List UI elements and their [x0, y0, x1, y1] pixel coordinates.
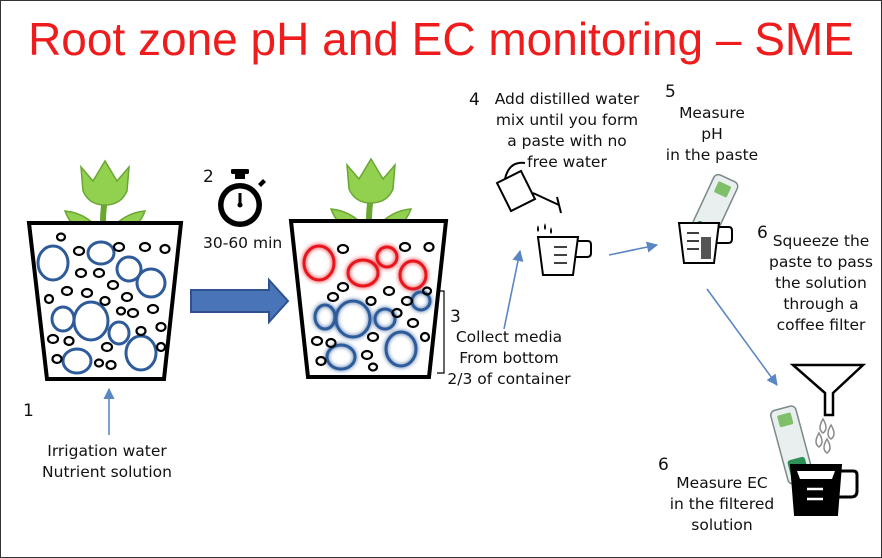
step-4-line-4: free water [527, 153, 607, 171]
bottom-bracket [437, 290, 445, 374]
step-4-label: Add distilled water mix until you form a… [487, 89, 647, 173]
step-6a-line-5: coffee filter [776, 316, 866, 334]
water-drops-icon [815, 417, 835, 454]
big-right-arrow [190, 277, 290, 325]
stopwatch-icon [218, 169, 266, 227]
watering-can-icon [495, 161, 562, 214]
step-1-line-2: Nutrient solution [42, 463, 172, 481]
step-6a-label: Squeeze the paste to pass the solution t… [763, 231, 879, 336]
step-5-line-2: pH [701, 125, 723, 143]
step-5-line-1: Measure [679, 104, 745, 122]
step-1-number: 1 [23, 401, 34, 421]
step-5-number: 5 [665, 82, 676, 102]
step-1-label: Irrigation water Nutrient solution [27, 441, 187, 483]
step-6b-number: 6 [658, 455, 669, 475]
step-3-line-2: From bottom [459, 349, 559, 367]
step-6a-line-4: through a [783, 295, 859, 313]
step-3-number: 3 [450, 307, 461, 327]
step-1-line-1: Irrigation water [47, 442, 167, 460]
arrow-to-funnel [706, 288, 778, 386]
step-4-number: 4 [469, 90, 480, 110]
step-4-line-3: a paste with no [507, 132, 627, 150]
step-4-line-1: Add distilled water [494, 90, 640, 108]
step-3-line-1: Collect media [455, 328, 563, 346]
pot-before-irrigation [26, 221, 184, 381]
step-2-duration: 30-60 min [203, 234, 283, 252]
step-2-number: 2 [203, 167, 214, 187]
step-6a-number: 6 [757, 223, 768, 243]
step-6b-line-2: in the filtered [669, 495, 775, 513]
water-drops-icon [537, 223, 552, 234]
step-5-line-3: in the paste [665, 146, 759, 164]
measuring-cup-icon [536, 236, 592, 276]
step-3-line-3: 2/3 of container [447, 370, 571, 388]
step-6a-line-2: paste to pass [769, 253, 873, 271]
step-6b-line-3: solution [691, 516, 753, 534]
arrow-to-cup [503, 249, 524, 330]
arrow-to-ph [608, 241, 659, 256]
step-6a-line-3: the solution [775, 274, 867, 292]
funnel-icon [789, 363, 867, 417]
measuring-cup-icon [677, 222, 733, 264]
filtered-beaker-icon [789, 464, 859, 516]
step-4-line-2: mix until you form [495, 111, 639, 129]
step-6a-line-1: Squeeze the [772, 232, 870, 250]
step-6b-label: Measure EC in the filtered solution [663, 473, 781, 536]
pot-after-irrigation [288, 219, 449, 379]
slide-title: Root zone pH and EC monitoring – SME [28, 13, 854, 65]
step-5-label: Measure pH in the paste [657, 103, 767, 166]
step-6b-line-1: Measure EC [676, 474, 768, 492]
step-3-label: Collect media From bottom 2/3 of contain… [437, 327, 581, 390]
